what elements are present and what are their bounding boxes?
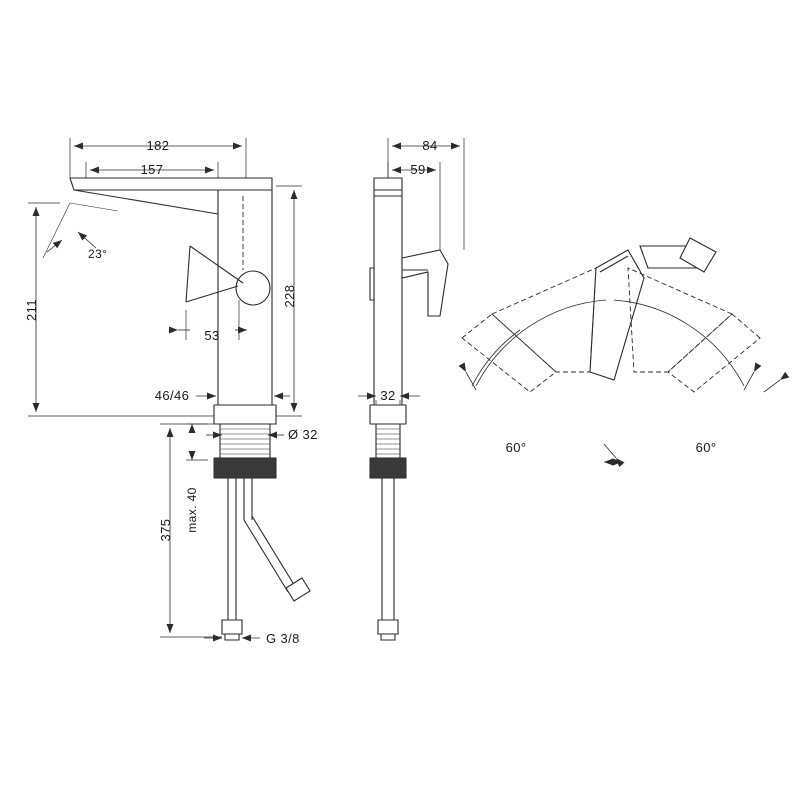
plan-spout-right-dashed <box>667 313 761 393</box>
side-connector-tip <box>380 633 396 641</box>
front-dimensions: 182 157 23° 211 228 <box>24 138 318 646</box>
lever-lower <box>185 285 239 303</box>
plan-view: 60° 60° <box>458 237 790 468</box>
side-connector-body <box>377 619 399 635</box>
plan-lever-end <box>679 237 717 273</box>
dim-spout-reach-inner: 157 <box>141 162 164 177</box>
dim-depth-inner: 59 <box>410 162 425 177</box>
dim-total-height: 228 <box>282 285 297 308</box>
spout-arm <box>69 177 273 191</box>
flex-hose-edge-1 <box>243 519 289 593</box>
body-column <box>217 189 273 406</box>
lever-pivot <box>235 270 271 306</box>
spout-underside <box>73 189 219 215</box>
side-body <box>373 177 403 406</box>
dim-swivel-left: 60° <box>506 440 527 455</box>
lever-end <box>185 245 191 303</box>
dim-spout-reach-total: 182 <box>147 138 170 153</box>
base-escutcheon <box>213 404 277 425</box>
side-lever <box>401 249 449 317</box>
dim-spout-angle: 23° <box>88 247 107 261</box>
plan-arc-right <box>613 299 745 387</box>
lever-upper <box>189 245 244 284</box>
plan-spout-left-body-dashed <box>491 267 597 373</box>
side-fixing-nut <box>369 457 407 479</box>
dim-base-diameter: Ø 32 <box>288 427 318 442</box>
side-dimensions: 84 59 32 <box>358 138 465 405</box>
dim-side-base-width: 32 <box>380 388 395 403</box>
dim-body-height: 211 <box>24 299 39 321</box>
fixing-nut <box>213 457 277 479</box>
plan-spout-right-body-dashed <box>627 267 733 373</box>
dim-base-offsets: 46/46 <box>155 388 190 403</box>
hose-connector <box>285 577 311 602</box>
side-view <box>369 177 449 641</box>
plan-spout-detail <box>599 255 629 273</box>
side-thread-hatching <box>376 428 400 455</box>
front-view <box>69 177 311 641</box>
side-base-escutcheon <box>369 404 407 425</box>
dim-depth-total: 84 <box>422 138 437 153</box>
dim-swivel-right: 60° <box>696 440 717 455</box>
side-rear-detail <box>369 267 375 301</box>
g38-connector-tip <box>224 633 240 641</box>
plan-arc-left <box>475 299 607 387</box>
plan-spout-left-dashed <box>461 313 557 393</box>
dim-thread: G 3/8 <box>266 631 300 646</box>
dim-lever-length: 53 <box>204 328 219 343</box>
dim-tail-length: 375 <box>158 519 173 542</box>
thread-hatching <box>220 428 270 455</box>
g38-connector-body <box>221 619 243 635</box>
dim-max-thickness: max. 40 <box>185 487 199 533</box>
plan-spout-centre <box>589 249 645 381</box>
flex-hose-edge-2 <box>251 515 297 589</box>
